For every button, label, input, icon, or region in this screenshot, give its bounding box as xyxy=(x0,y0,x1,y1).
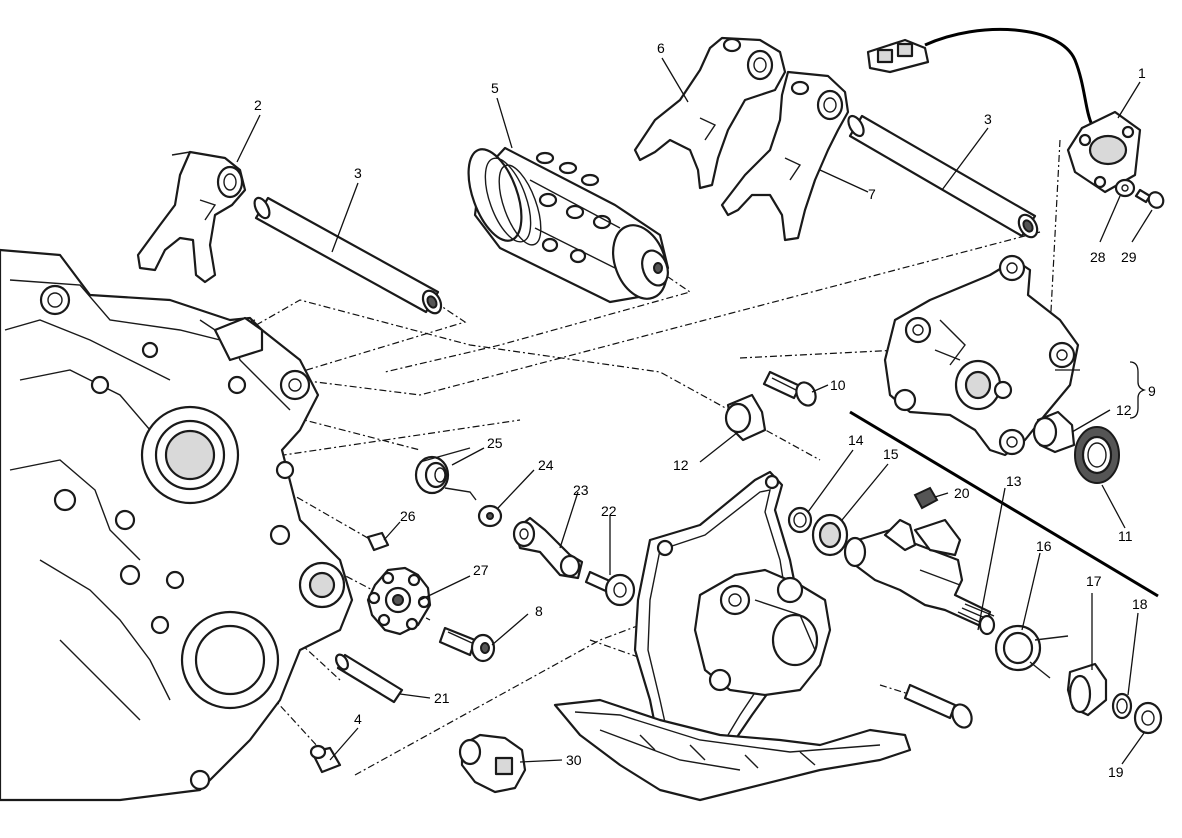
screw-29 xyxy=(1134,188,1165,209)
callout-17: 17 xyxy=(1086,573,1102,589)
callout-4: 4 xyxy=(354,711,362,727)
pin-26 xyxy=(366,531,390,552)
callout-23: 23 xyxy=(573,482,589,498)
callout-2: 2 xyxy=(254,97,262,113)
callout-29: 29 xyxy=(1121,249,1137,265)
fork-shaft-left xyxy=(253,196,443,315)
callout-22: 22 xyxy=(601,503,617,519)
bolt-22 xyxy=(584,570,636,607)
group-brace-9 xyxy=(1129,361,1147,419)
circlip-14 xyxy=(787,506,813,534)
washer-15 xyxy=(811,513,849,557)
callout-21: 21 xyxy=(434,690,450,706)
callout-11: 11 xyxy=(1118,528,1133,544)
callout-30: 30 xyxy=(566,752,582,768)
callout-15: 15 xyxy=(883,446,899,462)
callout-12-right: 12 xyxy=(1116,402,1132,418)
pin-21 xyxy=(335,653,404,704)
fork-shaft-right xyxy=(847,114,1039,239)
callout-19: 19 xyxy=(1108,764,1124,780)
lever-23 xyxy=(512,516,584,580)
callout-7: 7 xyxy=(868,186,876,202)
spring-25 xyxy=(414,447,477,501)
shift-fork-7 xyxy=(720,70,850,242)
oil-seal-11 xyxy=(1074,426,1120,484)
shift-cover xyxy=(883,254,1080,457)
lower-bracket xyxy=(553,698,912,802)
bushing-12-right xyxy=(1032,410,1076,454)
callout-8: 8 xyxy=(535,603,543,619)
housing-screw xyxy=(903,683,973,729)
callout-3-right: 3 xyxy=(984,111,992,127)
washer-24 xyxy=(477,504,503,528)
callout-25: 25 xyxy=(487,435,503,451)
shift-shaft xyxy=(843,518,996,636)
callout-labels: 1 2 3 3 4 5 6 7 8 9 10 11 12 12 13 14 15… xyxy=(254,40,1156,780)
ring-18 xyxy=(1111,692,1133,720)
bolt-10 xyxy=(762,370,817,407)
callout-1: 1 xyxy=(1138,65,1146,81)
callout-18: 18 xyxy=(1132,596,1148,612)
callout-20: 20 xyxy=(954,485,970,501)
return-spring-16 xyxy=(994,624,1069,679)
selector-drum xyxy=(467,146,670,304)
callout-3-left: 3 xyxy=(354,165,362,181)
callout-12-middle: 12 xyxy=(673,457,689,473)
callout-27: 27 xyxy=(473,562,489,578)
callout-10: 10 xyxy=(830,377,846,393)
washer-19 xyxy=(1133,701,1163,735)
callout-26: 26 xyxy=(400,508,416,524)
bushing-12-middle xyxy=(724,393,767,442)
callout-6: 6 xyxy=(657,40,665,56)
washer-28 xyxy=(1114,178,1136,198)
star-wheel-27 xyxy=(366,566,432,636)
callout-9: 9 xyxy=(1148,383,1156,399)
gear-sensor xyxy=(866,27,1142,194)
pump-housing xyxy=(693,568,832,697)
callout-16: 16 xyxy=(1036,538,1052,554)
bushing-17 xyxy=(1066,662,1108,717)
leader-lines xyxy=(236,57,1153,765)
callout-28: 28 xyxy=(1090,249,1106,265)
shift-fork-2 xyxy=(136,150,247,284)
pin-20 xyxy=(913,486,939,510)
dowel-4 xyxy=(309,744,342,774)
callout-5: 5 xyxy=(491,80,499,96)
shift-fork-6 xyxy=(633,36,787,190)
bolt-8 xyxy=(438,626,496,663)
crankcase xyxy=(0,248,354,802)
callout-14: 14 xyxy=(848,432,864,448)
group-marker-13 xyxy=(849,410,1159,598)
plug-30 xyxy=(458,733,527,794)
callout-24: 24 xyxy=(538,457,554,473)
callout-13: 13 xyxy=(1006,473,1022,489)
